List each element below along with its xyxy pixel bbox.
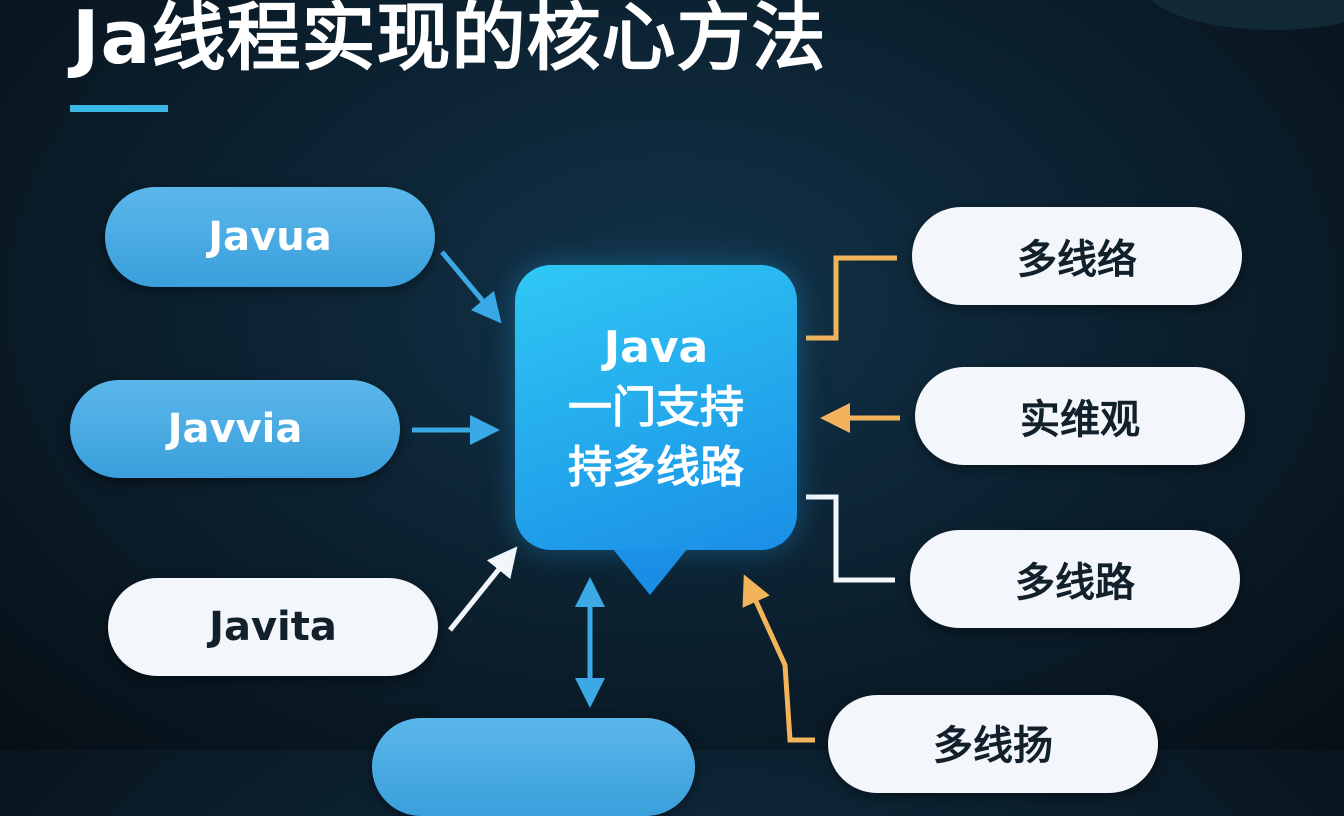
center-line-1: Java [603, 321, 709, 373]
right-node-3: 多线路 [910, 530, 1240, 628]
center-line-2: 一门支持 [568, 381, 744, 433]
connector-node1 [806, 255, 897, 341]
connectors [412, 250, 900, 743]
left-node-3: Javita [108, 578, 438, 676]
center-node: Java 一门支持 持多线路 [515, 265, 797, 550]
arrow-node4-to-center [742, 574, 815, 743]
left-node-1: Javua [105, 187, 435, 287]
arrow-javita-to-center [448, 546, 518, 632]
left-node-2: Javvia [70, 380, 400, 478]
page-title: Ja线程实现的核心方法 [72, 0, 827, 81]
right-node-1: 多线络 [912, 207, 1242, 305]
right-node-2: 实维观 [915, 367, 1245, 465]
center-pointer [612, 548, 688, 595]
title-underline [70, 105, 168, 112]
left-node-4 [372, 718, 695, 816]
arrow-javua-to-center [440, 250, 502, 324]
center-line-3: 持多线路 [568, 441, 744, 493]
right-node-4: 多线扬 [828, 695, 1158, 793]
connector-node3 [806, 494, 895, 583]
